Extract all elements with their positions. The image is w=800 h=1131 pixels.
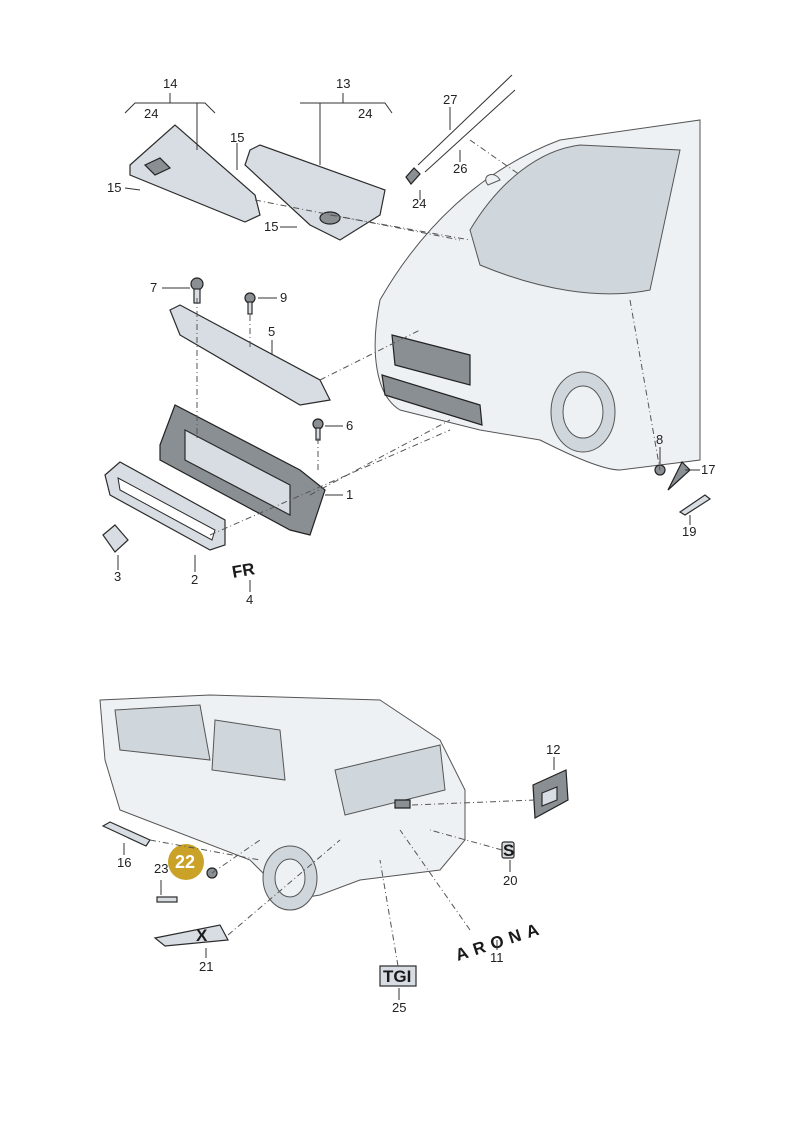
callout-19: 19 [682,524,696,539]
cowl-panel-left [129,124,261,223]
callout-15a: 15 [230,130,244,145]
callout-3: 3 [114,569,121,584]
callout-12: 12 [546,742,560,757]
front-car-illustration [374,119,701,471]
cowl-panel-right [244,144,386,241]
callout-8: 8 [656,432,663,447]
callout-23: 23 [154,861,168,876]
svg-text:X: X [196,926,208,945]
callout-25: 25 [392,1000,406,1015]
callout-11: 11 [490,950,504,965]
door-trim-strip [101,821,151,847]
svg-text:S: S [503,841,514,860]
callout-20: 20 [503,873,517,888]
highlight-callout-22: 22 [168,844,204,880]
callout-9: 9 [280,290,287,305]
callout-22: 22 [175,852,195,872]
callout-1: 1 [346,487,353,502]
top-callouts: 14 24 13 24 15 15 15 27 26 24 7 9 5 6 1 … [107,76,715,607]
x-badge: X [153,924,229,947]
sensor-cover [102,524,129,553]
svg-text:TGI: TGI [383,967,411,986]
lock-carrier-trim [169,304,331,406]
bottom-callouts: 12 16 23 20 21 11 25 [117,742,560,1015]
callout-21: 21 [199,959,213,974]
bottom-reference-lines [149,799,536,967]
callout-27: 27 [443,92,457,107]
bottom-leader-lines [123,757,555,1000]
top-reference-lines [196,139,661,536]
rear-emblem-plate [532,769,569,819]
callout-15b: 15 [107,180,121,195]
grille-trim-frame [104,461,226,551]
callout-26: 26 [453,161,467,176]
callout-24c: 24 [412,196,426,211]
svg-text:FR: FR [231,559,257,582]
screw-23 [156,896,178,903]
callout-16: 16 [117,855,131,870]
callout-6: 6 [346,418,353,433]
callout-7: 7 [150,280,157,295]
callout-5: 5 [268,324,275,339]
callout-24b: 24 [358,106,372,121]
callout-2: 2 [191,572,198,587]
s-badge: S [501,841,515,860]
callout-14: 14 [163,76,177,91]
rear-car-illustration [99,694,466,911]
top-leader-lines [117,93,700,592]
callout-4: 4 [246,592,253,607]
bolts [190,277,324,441]
callout-13: 13 [336,76,350,91]
fr-badge: FR [231,559,257,582]
callout-24a: 24 [144,106,158,121]
callout-15c: 15 [264,219,278,234]
tgi-badge: TGI [379,965,417,987]
callout-17: 17 [701,462,715,477]
windscreen-seals [405,74,516,185]
